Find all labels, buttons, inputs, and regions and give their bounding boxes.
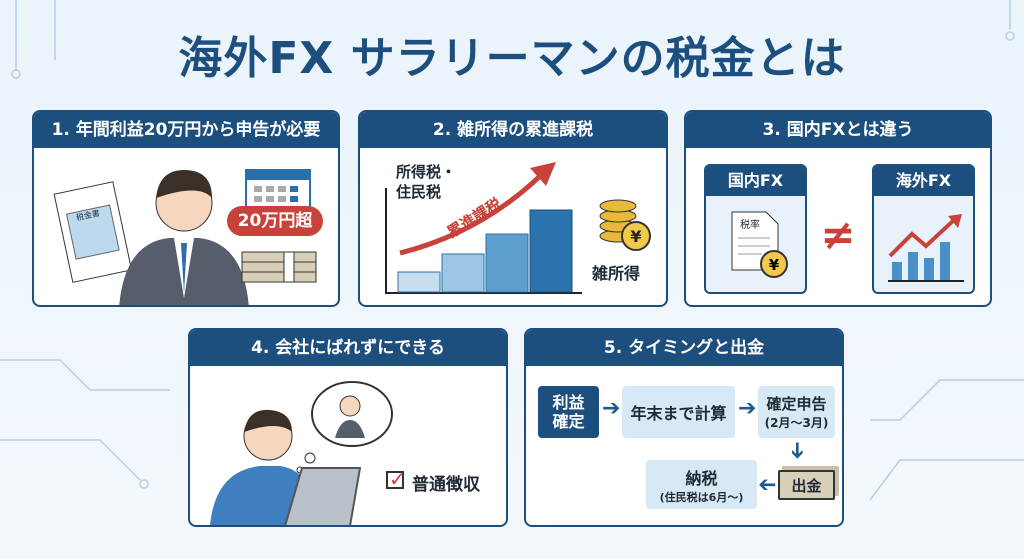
checkbox-icon: ✓ <box>386 467 406 491</box>
laptop-worker-illustration <box>210 381 393 525</box>
withdrawal-cash-icon: 出金 <box>778 470 835 500</box>
progressive-tax-chart <box>385 162 582 294</box>
step-subtitle: (2月〜3月) <box>764 416 829 430</box>
businessman-illustration <box>53 170 249 305</box>
threshold-badge: 20万円超 <box>227 206 323 236</box>
arrow-right-icon: ➔ <box>738 396 757 421</box>
overseas-fx-card: 海外FX <box>872 164 975 294</box>
step-year-end-calc: 年末まで計算 <box>622 386 735 438</box>
not-equal-icon: ≠ <box>820 210 856 259</box>
step-profit-confirmed: 利益確定 <box>538 386 599 438</box>
axis-label: 所得税・住民税 <box>396 162 456 202</box>
step-tax-return: 確定申告 (2月〜3月) <box>758 386 835 438</box>
tax-rate-label: 税率 <box>740 220 760 231</box>
panel-domestic-vs-overseas: 3. 国内FXとは違う 国内FX ¥ 税率 ≠ 海外FX <box>684 110 992 307</box>
ordinary-collection-label: 普通徴収 <box>412 475 480 495</box>
axis-label-line: 所得税・ <box>396 163 457 181</box>
panel-header: 3. 国内FXとは違う <box>686 112 990 148</box>
panel-header: 2. 雑所得の累進課税 <box>360 112 666 148</box>
card-title: 海外FX <box>874 166 973 196</box>
step-title: 納税 <box>685 468 718 488</box>
bar-4 <box>529 209 573 293</box>
panel-timing-withdrawal: 5. タイミングと出金 利益確定 ➔ 年末まで計算 ➔ 確定申告(2月〜3月) … <box>524 328 844 527</box>
svg-text:¥: ¥ <box>630 227 641 246</box>
page-title: 海外FX サラリーマンの税金とは <box>178 33 846 84</box>
arrow-left-icon: ➔ <box>758 472 777 497</box>
yen-coins-icon: ¥ <box>599 199 651 251</box>
svg-text:¥: ¥ <box>769 256 780 274</box>
panel-annual-profit: 1. 年間利益20万円から申告が必要 税金書 20万円超 <box>32 110 340 307</box>
bar-3 <box>485 233 529 293</box>
arrow-right-icon: ➔ <box>602 396 621 421</box>
panel-progressive-tax: 2. 雑所得の累進課税 所得税・住民税 累進課税 ¥ 雑所得 <box>358 110 668 307</box>
domestic-fx-card: 国内FX ¥ 税率 <box>704 164 807 294</box>
panel-company-secret: 4. 会社にばれずにできる ✓ 普通徴収 <box>188 328 508 527</box>
arrow-head-icon <box>530 162 556 186</box>
panel-header: 5. タイミングと出金 <box>526 330 842 366</box>
panel-header: 4. 会社にばれずにできる <box>190 330 506 366</box>
rising-chart-icon <box>888 214 964 282</box>
panel-header: 1. 年間利益20万円から申告が必要 <box>34 112 338 148</box>
arrow-down-icon: ➔ <box>784 441 810 460</box>
tax-rate-document-icon: ¥ <box>731 211 788 278</box>
step-subtitle: (住民税は6月〜) <box>659 490 744 504</box>
card-title: 国内FX <box>706 166 805 196</box>
step-tax-payment: 納税 (住民税は6月〜) <box>646 460 757 509</box>
cash-stack-icon <box>241 251 317 283</box>
bar-1 <box>397 271 441 293</box>
step-title: 確定申告 <box>766 395 827 413</box>
bar-2 <box>441 253 485 293</box>
misc-income-label: 雑所得 <box>592 264 641 283</box>
axis-label-line: 住民税 <box>396 183 442 201</box>
